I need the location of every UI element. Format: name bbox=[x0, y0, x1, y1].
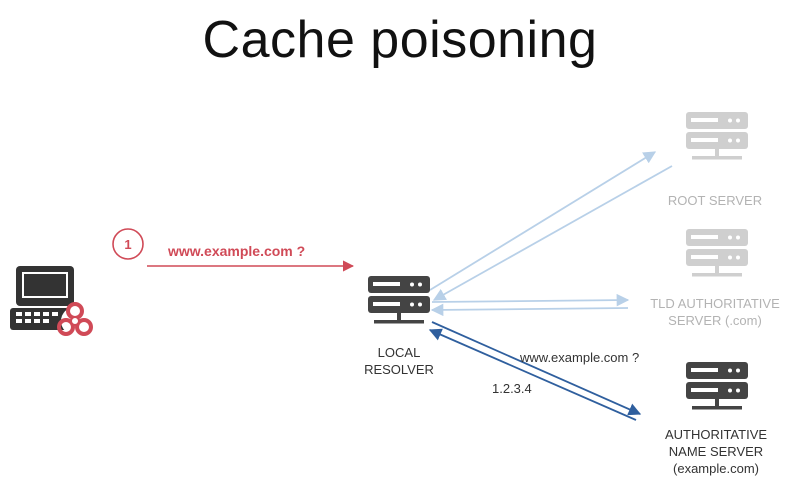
step-number: 1 bbox=[124, 237, 132, 252]
step-badge bbox=[112, 228, 144, 260]
auth-query-arrow bbox=[431, 321, 642, 416]
authoritative-label-line3: (example.com) bbox=[673, 461, 759, 476]
local-resolver-icon bbox=[368, 276, 430, 324]
local-resolver-label: LOCAL RESOLVER bbox=[342, 344, 456, 378]
root-query-arrow bbox=[429, 151, 657, 291]
root-server-label: ROOT SERVER bbox=[667, 193, 763, 208]
auth-reply-arrow bbox=[428, 328, 637, 421]
tld-server-icon bbox=[686, 229, 748, 277]
page-title: Cache poisoning bbox=[202, 11, 598, 69]
computer-icon bbox=[10, 266, 76, 330]
authoritative-label-line2: NAME SERVER bbox=[668, 444, 764, 459]
tld-server-label-line2: SERVER (.com) bbox=[668, 313, 762, 328]
tld-query-arrow bbox=[431, 293, 630, 307]
authoritative-server-label: AUTHORITATIVE NAME SERVER (example.com) bbox=[636, 426, 796, 477]
biohazard-icon bbox=[57, 302, 93, 336]
tld-server-label-line1: TLD AUTHORITATIVE bbox=[650, 296, 780, 311]
tld-reply-arrow bbox=[430, 303, 629, 317]
tld-server-label: TLD AUTHORITATIVE SERVER (.com) bbox=[630, 295, 800, 329]
local-resolver-label-line1: LOCAL bbox=[377, 345, 421, 360]
local-resolver-label-line2: RESOLVER bbox=[364, 362, 434, 377]
root-server-icon bbox=[686, 112, 748, 160]
authoritative-label-line1: AUTHORITATIVE bbox=[664, 427, 768, 442]
edge-answer-label: 1.2.3.4 bbox=[492, 381, 532, 396]
attack-query-label: www.example.com ? bbox=[168, 243, 306, 259]
root-reply-arrow bbox=[432, 165, 673, 301]
authoritative-server-icon bbox=[686, 362, 748, 410]
edge-query-label: www.example.com ? bbox=[520, 350, 640, 365]
